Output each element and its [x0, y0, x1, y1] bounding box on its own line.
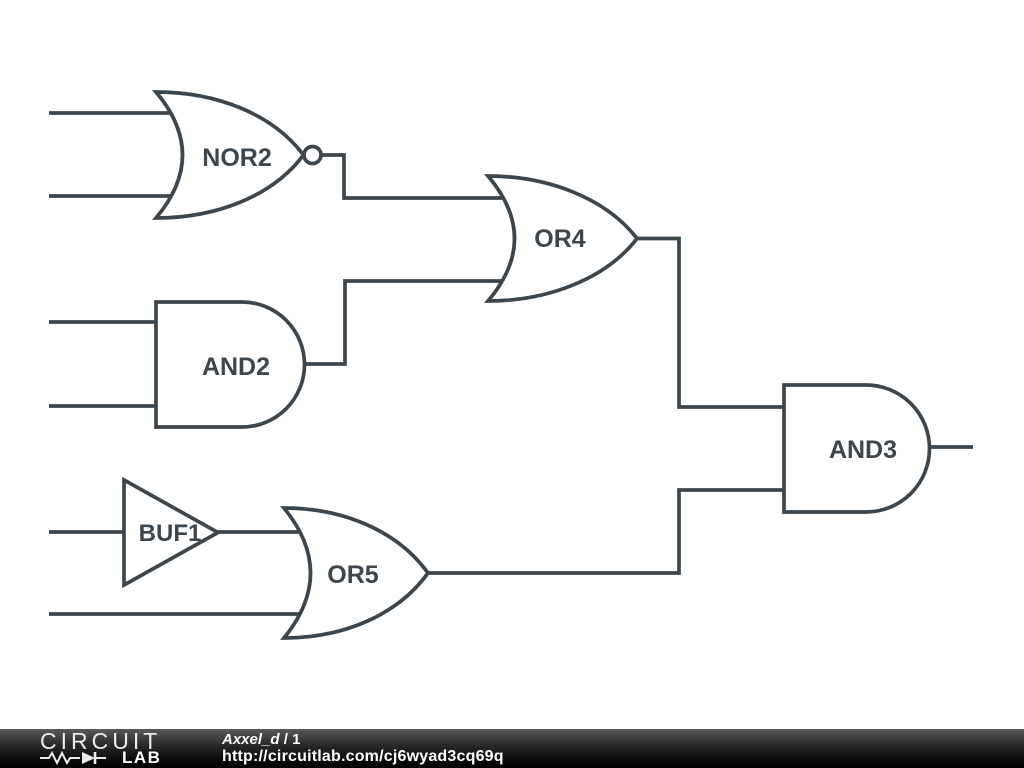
buf1-body: [122, 476, 222, 589]
nor2-body: [152, 90, 306, 220]
gate-and3[interactable]: AND3: [782, 383, 932, 514]
schematic-title-name: Axxel_d: [222, 731, 280, 748]
and2-label: AND2: [202, 353, 270, 381]
gate-or4[interactable]: OR4: [484, 174, 640, 303]
or4-label: OR4: [534, 225, 586, 253]
nor2-label: NOR2: [202, 144, 271, 172]
and3-body: [782, 383, 932, 514]
gate-nor2[interactable]: NOR2: [152, 90, 323, 220]
schematic-page-number: 1: [292, 731, 301, 748]
footer-bar: CIRCUIT LAB Axxel_d / 1 http://circuitla…: [0, 729, 1024, 768]
or4-body: [484, 174, 640, 303]
gate-and2[interactable]: AND2: [154, 300, 307, 429]
or5-label: OR5: [327, 561, 379, 589]
nor2-inversion-bubble: [302, 144, 323, 166]
and2-body: [154, 300, 307, 429]
resistor-diode-icon: [40, 751, 106, 765]
gate-or5[interactable]: OR5: [280, 506, 431, 640]
schematic-title: Axxel_d / 1: [222, 731, 504, 748]
and3-label: AND3: [829, 436, 897, 464]
buf1-label: BUF1: [139, 520, 202, 547]
schematic-canvas: NOR2 OR4 AND2 BUF1 OR5 AND3: [49, 90, 973, 640]
wire-or5-to-and3[interactable]: [427, 488, 795, 575]
circuitlab-logo[interactable]: CIRCUIT LAB: [40, 728, 200, 767]
logo-word-circuit: CIRCUIT: [40, 728, 162, 754]
wire-and2-to-or4[interactable]: [300, 279, 510, 366]
schematic-title-separator: /: [283, 731, 288, 748]
schematic-url[interactable]: http://circuitlab.com/cj6wyad3cq69q: [222, 748, 504, 765]
or5-body: [280, 506, 431, 640]
logo-word-lab: LAB: [122, 748, 162, 767]
footer-meta: Axxel_d / 1 http://circuitlab.com/cj6wya…: [222, 731, 504, 766]
wire-nor2-to-or4[interactable]: [320, 153, 510, 200]
wire-or4-to-and3[interactable]: [636, 236, 795, 409]
gate-buf1[interactable]: BUF1: [122, 476, 222, 589]
schematic-drawing: NOR2 OR4 AND2 BUF1 OR5 AND3: [49, 90, 973, 640]
